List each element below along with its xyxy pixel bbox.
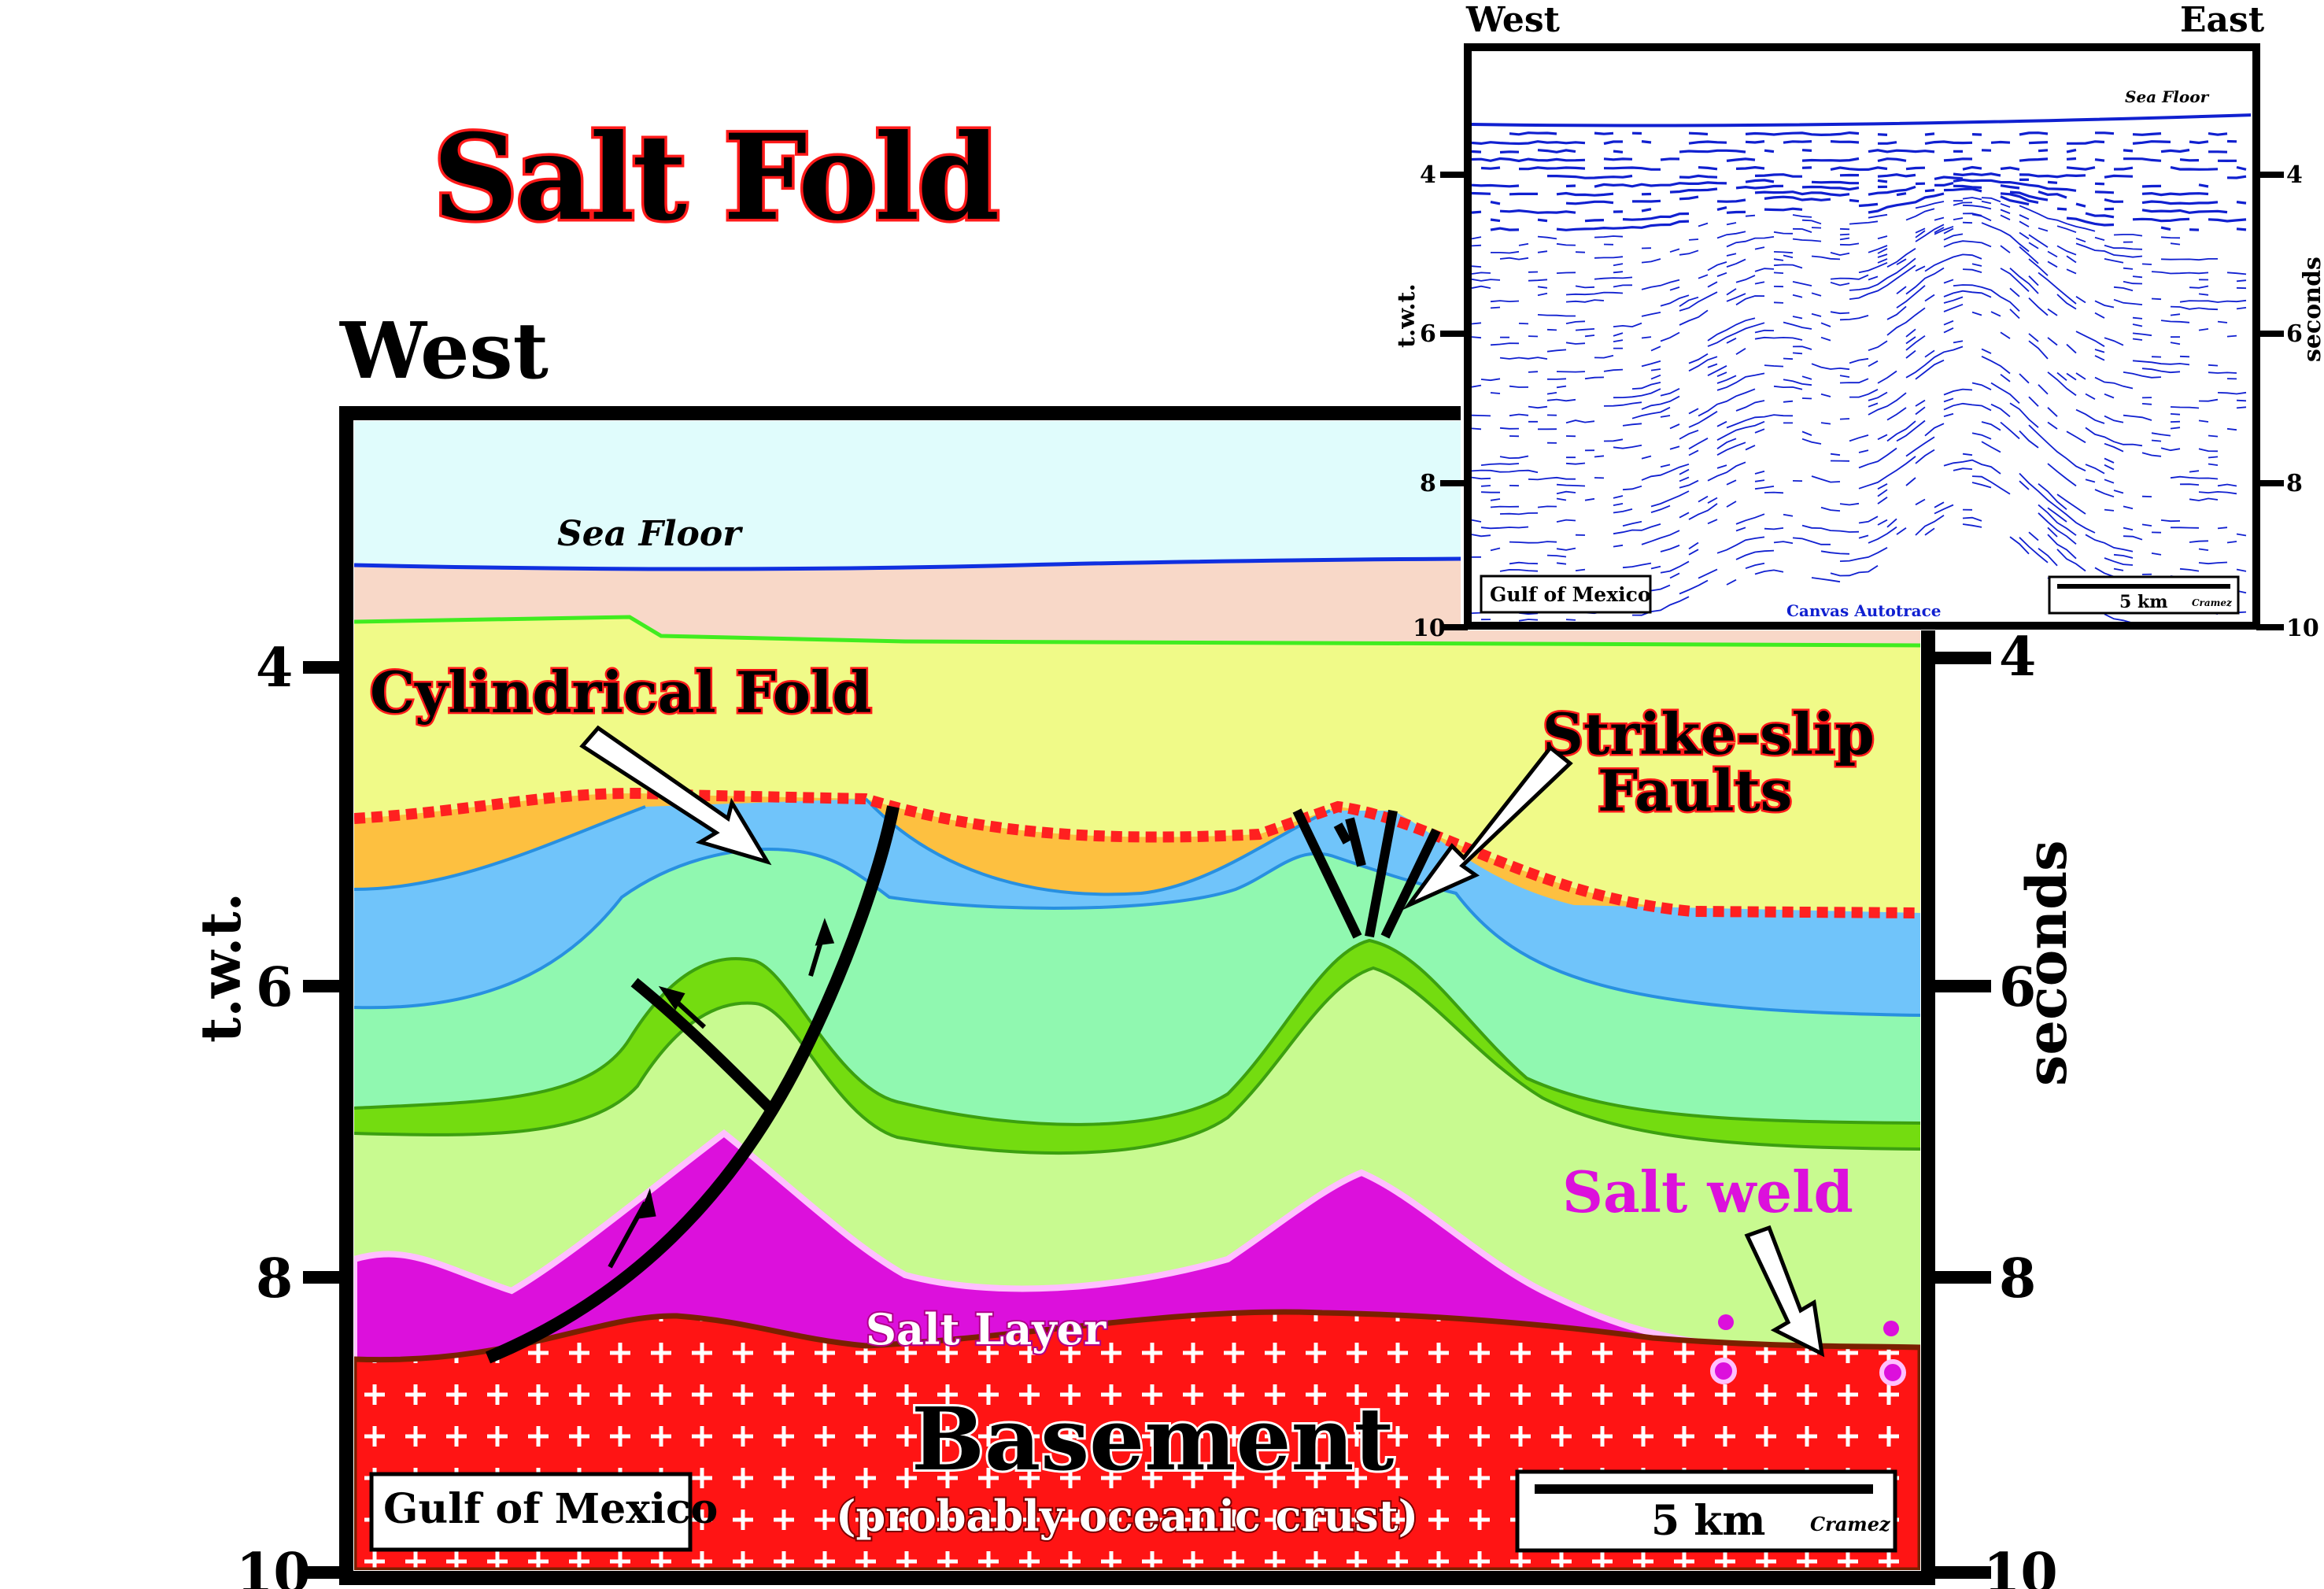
inset-reflector-line (1480, 388, 2237, 495)
inset-reflector-line (1472, 139, 2237, 146)
lime-top-line (354, 938, 1920, 1126)
inset-y-axis-left-label: t.w.t. (1393, 283, 1421, 348)
tick-left-8: 8 (256, 1247, 293, 1310)
strike-slip-label-1: Strike-slip (1543, 700, 1875, 767)
inset-reflector-line (1490, 192, 2247, 231)
inset-tick-left-6: 6 (1420, 320, 1436, 348)
y-axis-right-label: seconds (2014, 840, 2079, 1086)
inset-reflector-line (1480, 279, 2237, 382)
inset-reflector-line (1472, 197, 2181, 240)
inset-east-label: East (2180, 0, 2265, 40)
inset-y-axis-right-label: seconds (2299, 257, 2324, 362)
inset-reflector-line (1472, 157, 2237, 163)
inset-tick-right-10: 10 (2286, 615, 2319, 642)
page-title: Salt Fold (433, 109, 997, 247)
backthrust-fault (630, 977, 775, 1114)
strike-slip-faults (1292, 808, 1441, 939)
location-box: Gulf of Mexico (369, 1472, 718, 1552)
cylindrical-fold-label: Cylindrical Fold (370, 659, 872, 726)
blue-horizon-3 (354, 848, 1920, 1017)
inset-reflector-line (1509, 441, 2237, 544)
salt-weld-dots (1710, 1314, 1906, 1386)
blue-horizon-2 (864, 797, 1331, 896)
inset-reflector-line (1546, 227, 2209, 331)
inset-reflector-line (1499, 355, 2219, 460)
inset-reflector-line (1472, 432, 2247, 538)
basement-sublabel: (probably oceanic crust) (836, 1491, 1418, 1541)
unconformity-line (354, 787, 1920, 918)
blue-horizon (354, 805, 646, 891)
reverse-fault (485, 805, 900, 1364)
inset-reflector-line (1480, 165, 2247, 172)
tick-left-6: 6 (256, 956, 293, 1019)
y-axis-left-label: t.w.t. (188, 892, 253, 1043)
credit-label: Cramez (1810, 1513, 1891, 1535)
inset-reflector-line (1472, 327, 2237, 431)
tick-right-8: 8 (1999, 1247, 2036, 1310)
tick-right-10: 10 (1983, 1542, 2058, 1589)
inset-reflector-line (1472, 225, 2228, 325)
inset-reflector-line (1490, 290, 2247, 395)
inset-reflector-line (1499, 201, 2218, 261)
inset-tick-right-6: 6 (2286, 320, 2303, 348)
inset-software-credit: Canvas Autotrace (1786, 601, 1942, 620)
tick-right-4: 4 (1999, 626, 2036, 689)
inset-ticks (1440, 172, 2284, 630)
inset-tick-left-4: 4 (1420, 161, 1436, 189)
tick-left-4: 4 (256, 637, 293, 700)
inset-tick-left-10: 10 (1413, 615, 1446, 642)
tick-right-6: 6 (1999, 956, 2036, 1019)
lime-bottom-line (354, 966, 1920, 1155)
inset-reflector-line (1528, 268, 2237, 374)
green-horizon (354, 615, 1920, 648)
inset-reflector-line (1546, 296, 2247, 402)
scale-bar: 5 km Cramez (1515, 1469, 1897, 1553)
cross-section (354, 421, 1920, 1570)
inset-tick-left-8: 8 (1420, 470, 1436, 497)
seismic-reflectors (1472, 113, 2251, 623)
tick-left-10: 10 (236, 1542, 311, 1589)
strike-slip-arrow (1402, 745, 1573, 911)
sea-floor-label: Sea Floor (557, 514, 743, 554)
scale-label: 5 km (1651, 1497, 1765, 1545)
inset-sea-floor-label: Sea Floor (2125, 87, 2210, 106)
inset-reflector-line (1509, 370, 2219, 438)
salt-weld-label: Salt weld (1562, 1158, 1853, 1225)
inset-reflector-line (1472, 233, 2237, 339)
salt-weld-arrow (1744, 1225, 1825, 1358)
inset-sea-floor-reflector (1472, 113, 2251, 127)
inset-scale-label: 5 km (2119, 592, 2168, 612)
inset-tick-right-4: 4 (2286, 161, 2303, 189)
inset-reflector-line (1472, 234, 2247, 283)
inset-credit-label: Cramez (2192, 597, 2233, 608)
inset-reflector-line (1472, 214, 2247, 275)
inset-reflector-line (1472, 382, 2219, 481)
inset-reflector-line (1490, 222, 2247, 311)
salt-layer-label: Salt Layer (866, 1304, 1107, 1354)
strike-slip-label-2: Faults (1598, 757, 1792, 824)
inset-reflector-line (1490, 187, 2247, 223)
cross-section-frame (339, 406, 1935, 1585)
inset-reflector-line (1480, 382, 2237, 487)
west-label: West (339, 306, 549, 397)
inset-reflector-line (1528, 303, 2247, 409)
inset-reflector-line (1499, 467, 2247, 572)
inset-reflector-line (1472, 212, 2247, 290)
inset-reflector-line (1490, 182, 2247, 205)
inset-reflector-line (1547, 172, 2247, 179)
inset-reflector-line (1537, 213, 2209, 297)
inset-reflector-line (1584, 346, 2219, 453)
fault-motion-arrows (608, 918, 835, 1269)
basement-label: Basement (911, 1388, 1395, 1490)
location-label: Gulf of Mexico (383, 1485, 718, 1533)
inset-tick-right-8: 8 (2286, 470, 2303, 497)
inset-reflector-line (1490, 217, 2247, 303)
seismic-inset: West East 4 6 8 10 4 6 8 10 t.w.t. secon… (1393, 0, 2324, 642)
main-ticks (303, 652, 1991, 1579)
inset-west-label: West (1465, 0, 1561, 40)
cylindrical-fold-arrow (579, 725, 772, 866)
inset-location-label: Gulf of Mexico (1490, 583, 1651, 606)
